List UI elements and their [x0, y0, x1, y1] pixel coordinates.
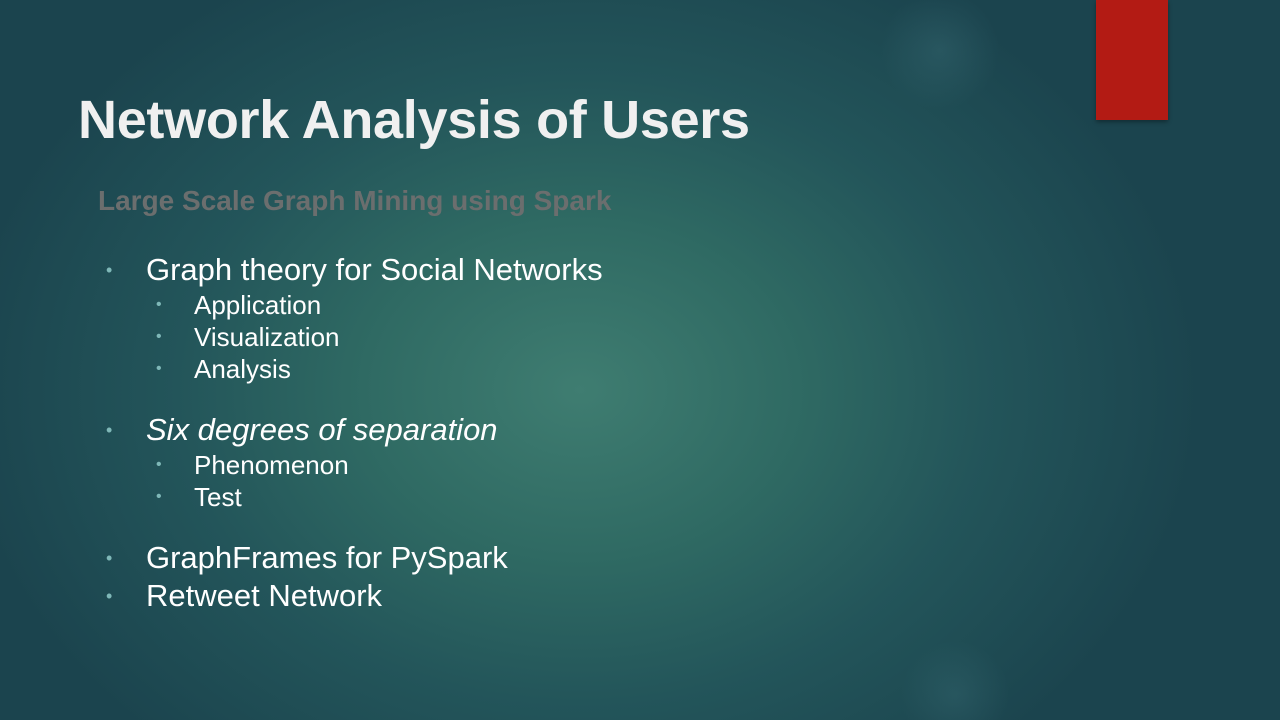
sub-bullet-item: • Test [146, 481, 603, 513]
sub-bullet-item: • Phenomenon [146, 449, 603, 481]
background-glow [900, 640, 1010, 720]
sub-bullet-item: • Visualization [146, 321, 603, 353]
bullet-icon: • [106, 420, 113, 440]
sub-bullet-text: Phenomenon [194, 450, 349, 480]
bullet-text: Retweet Network [146, 578, 383, 613]
bullet-item: • Graph theory for Social Networks • App… [100, 251, 603, 385]
bullet-icon: • [156, 296, 162, 313]
slide-title: Network Analysis of Users [78, 90, 750, 150]
bullet-text: GraphFrames for PySpark [146, 540, 508, 575]
bullet-icon: • [106, 548, 113, 568]
bullet-list: • Graph theory for Social Networks • App… [100, 251, 603, 615]
background-glow [880, 0, 1000, 110]
accent-bar [1096, 0, 1168, 120]
bullet-item: • Retweet Network [100, 577, 603, 615]
sub-bullet-text: Visualization [194, 322, 340, 352]
bullet-item: • Six degrees of separation • Phenomenon… [100, 411, 603, 513]
sub-bullet-text: Application [194, 290, 322, 320]
slide-subtitle: Large Scale Graph Mining using Spark [98, 185, 612, 216]
sub-bullet-text: Analysis [194, 354, 291, 384]
bullet-icon: • [106, 260, 113, 280]
sub-bullet-list: • Application • Visualization • Analysis [146, 289, 603, 385]
bullet-icon: • [156, 360, 162, 377]
sub-bullet-list: • Phenomenon • Test [146, 449, 603, 513]
bullet-text: Six degrees of separation [146, 412, 498, 447]
bullet-icon: • [156, 328, 162, 345]
bullet-icon: • [106, 586, 113, 606]
bullet-text: Graph theory for Social Networks [146, 252, 603, 287]
bullet-item: • GraphFrames for PySpark [100, 539, 603, 577]
sub-bullet-item: • Analysis [146, 353, 603, 385]
bullet-icon: • [156, 488, 162, 505]
bullet-icon: • [156, 456, 162, 473]
sub-bullet-item: • Application [146, 289, 603, 321]
sub-bullet-text: Test [194, 482, 242, 512]
